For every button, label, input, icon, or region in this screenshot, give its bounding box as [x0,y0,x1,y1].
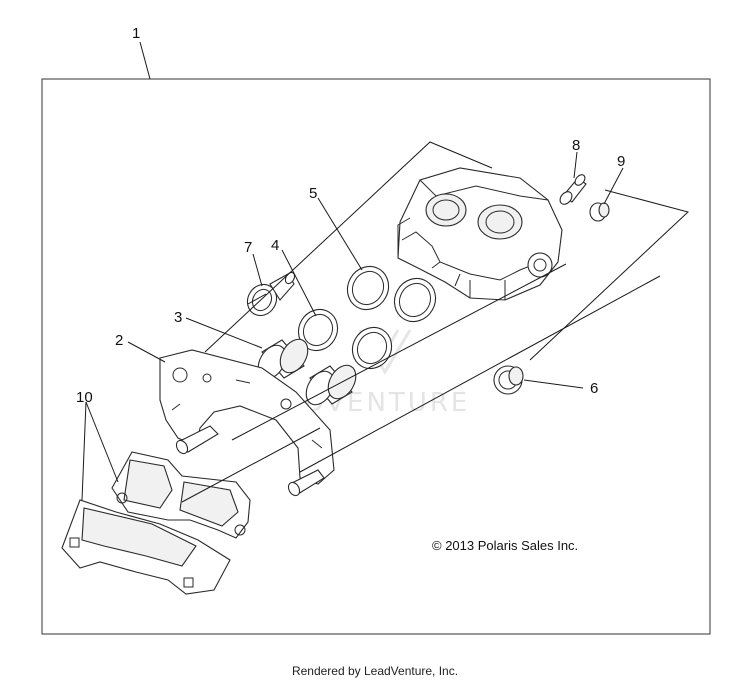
brake-pad-inner [111,451,251,539]
bleeder-cap [589,202,610,222]
pin-boot-7 [246,271,296,317]
callout-1: 1 [132,25,140,42]
piston-3-upper [257,338,309,380]
diagram-frame [41,78,711,635]
caliper-bracket [159,349,335,497]
callout-5: 5 [309,185,317,202]
exploded-parts-diagram: LEADVENTURE [41,25,711,635]
copyright-text: © 2013 Polaris Sales Inc. [432,538,578,553]
bleeder-screw [559,174,587,205]
brake-pad-outer [61,499,231,595]
callout-4: 4 [271,237,279,254]
callout-2: 2 [115,332,123,349]
callout-10: 10 [76,389,93,406]
caliper-body [397,167,563,301]
callout-9: 9 [617,153,625,170]
piston-seal-4-lower [351,326,393,370]
assembly-guide-lines [181,141,690,503]
callout-8: 8 [572,137,580,154]
callout-6: 6 [590,380,598,397]
pin-boot-6 [493,365,524,395]
footer-credit: Rendered by LeadVenture, Inc. [291,664,459,678]
callout-3: 3 [174,309,182,326]
piston-seal-5-lower [393,277,437,323]
callout-7: 7 [244,239,252,256]
piston-seal-5-upper [346,265,390,311]
callout-leaders [81,41,624,501]
